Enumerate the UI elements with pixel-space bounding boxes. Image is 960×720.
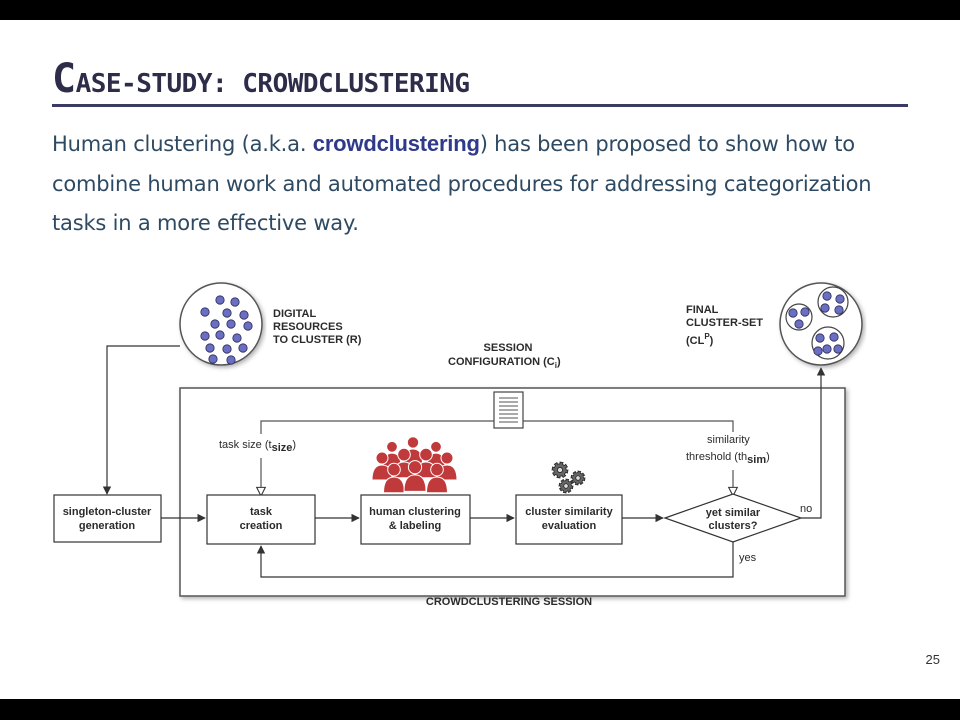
cluster-dot: [813, 346, 823, 356]
gear-shape: [551, 461, 569, 479]
intro-bold-term: crowdclustering: [312, 131, 480, 156]
resource-dot: [238, 343, 248, 353]
session-config-label: SESSION: [484, 342, 533, 354]
page-number: 25: [925, 652, 940, 667]
slide: CASE-STUDY: CROWDCLUSTERING Human cluste…: [0, 20, 960, 699]
resource-dot: [232, 333, 242, 343]
resource-dot: [243, 321, 253, 331]
resource-dot: [239, 310, 249, 320]
digital-resources-circle: [179, 282, 263, 366]
final-cluster-set-label: FINAL CLUSTER-SET (CLP): [686, 304, 766, 347]
cluster-dot: [822, 344, 832, 354]
cluster-dot: [788, 308, 798, 318]
intro-text-2: ) has been proposed to show how to combi…: [52, 132, 872, 235]
cluster-dot: [829, 332, 839, 342]
resource-dot: [200, 331, 210, 341]
cluster-dot: [794, 319, 804, 329]
cluster-dot: [833, 344, 843, 354]
cluster-dot: [822, 291, 832, 301]
yes-label: yes: [739, 552, 757, 564]
crowdclustering-diagram: DIGITAL RESOURCES TO CLUSTER (R) FINAL C…: [53, 282, 863, 608]
person-figure: [371, 451, 393, 481]
title-first-letter: C: [52, 56, 76, 102]
resource-dot: [226, 319, 236, 329]
gear-shape: [570, 470, 586, 486]
resource-dot: [222, 344, 232, 354]
document-icon: [493, 391, 524, 429]
digital-resources-label: DIGITAL RESOURCES TO CLUSTER (R): [273, 308, 362, 346]
slide-title: CASE-STUDY: CROWDCLUSTERING: [52, 56, 470, 102]
resource-dot: [200, 307, 210, 317]
resource-dot: [226, 355, 236, 365]
cluster-dot: [800, 307, 810, 317]
title-underline: [52, 104, 908, 107]
no-label: no: [800, 503, 812, 515]
cluster-dot: [835, 294, 845, 304]
person-figure: [403, 460, 427, 492]
person-figure: [382, 462, 406, 494]
cluster-dot: [815, 333, 825, 343]
person-figure: [425, 462, 449, 494]
resource-dot: [222, 308, 232, 318]
cluster-dot: [820, 303, 830, 313]
crowd-icon: [371, 436, 458, 494]
session-config-label-2: CONFIGURATION (Ci): [448, 356, 561, 370]
intro-text-1: Human clustering (a.k.a.: [52, 132, 313, 156]
similarity-threshold-label: similarity threshold (thsim): [686, 434, 770, 466]
resource-dot: [210, 319, 220, 329]
resource-dot: [215, 295, 225, 305]
resource-dot: [230, 297, 240, 307]
gear-shape: [558, 478, 574, 494]
resource-dot: [208, 354, 218, 364]
title-rest: ASE-STUDY: CROWDCLUSTERING: [75, 69, 471, 99]
cluster-dot: [834, 305, 844, 315]
resource-dot: [215, 330, 225, 340]
svg-text:human clustering& labeling: human clustering& labeling: [369, 506, 461, 532]
final-cluster-set-circle: [779, 282, 863, 366]
task-size-label: task size (tsize): [219, 439, 296, 454]
gears-icon: [551, 461, 586, 494]
session-label: CROWDCLUSTERING SESSION: [426, 596, 592, 608]
intro-paragraph: Human clustering (a.k.a. crowdclustering…: [52, 124, 912, 244]
resource-dot: [205, 343, 215, 353]
human-clustering-box: human clustering& labeling: [360, 494, 471, 545]
